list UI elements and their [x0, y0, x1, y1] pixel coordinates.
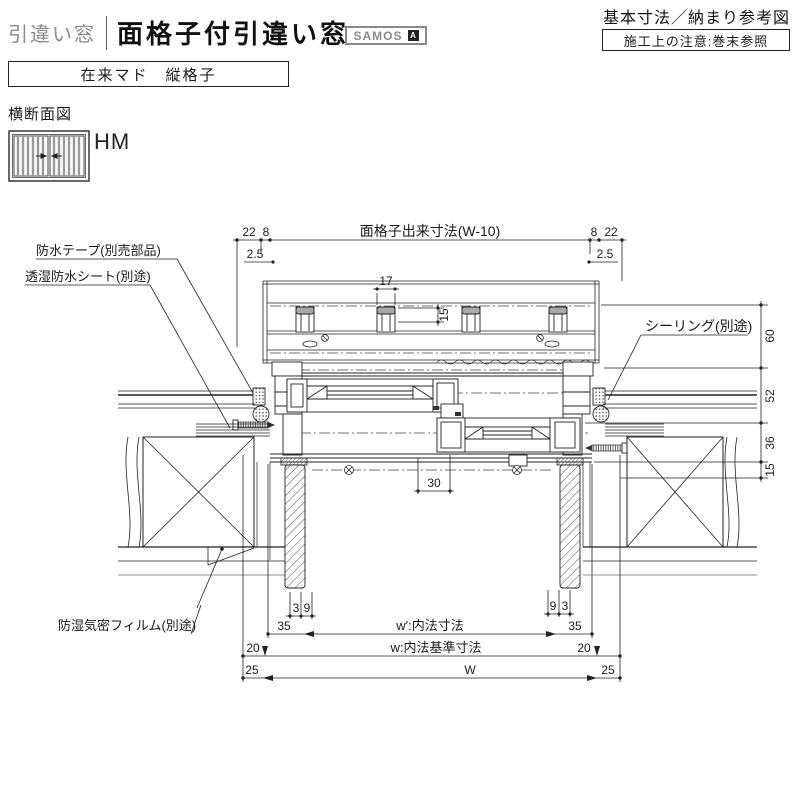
reference-title: 基本寸法／納まり参考図 [602, 10, 790, 27]
dim-right-8: 8 [591, 225, 598, 239]
dim-60: 60 [763, 329, 777, 343]
dim-left-3: 3 [293, 601, 300, 615]
lattice-bars [295, 306, 568, 333]
dim-right-35: 35 [568, 619, 582, 633]
dim-w-inner-label: w′:内法寸法 [395, 618, 463, 633]
callout-sealing: シーリング(別途) [645, 318, 752, 334]
dim-right-22: 22 [604, 225, 618, 239]
dim-52: 52 [763, 389, 777, 403]
interior-trim-right [556, 457, 584, 589]
dimension-top-ticks [235, 238, 624, 264]
wall-right [582, 387, 757, 576]
dim-left-20: 20 [246, 641, 260, 655]
outer-sash [286, 378, 464, 421]
brand-name: SAMOS [353, 28, 403, 43]
inner-sash [436, 417, 581, 453]
dim-36: 36 [763, 436, 777, 450]
dim-left-35: 35 [277, 619, 291, 633]
dim-right-20: 20 [577, 641, 591, 655]
interior-trim-left [280, 457, 308, 589]
dim-right-25: 25 [601, 663, 615, 677]
wall-left [118, 387, 285, 576]
callout-moisture-film: 防湿気密フィルム(別途) [58, 618, 196, 633]
header: 引違い窓 面格子付引違い窓 [8, 14, 349, 51]
dim-right-2-5: 2.5 [597, 247, 614, 261]
dimension-bottom-ticks [241, 489, 622, 681]
section-code: HM [94, 129, 131, 154]
lattice-assembly [262, 280, 600, 364]
dimension-right [585, 301, 768, 482]
dim-lattice-width: 面格子出来寸法(W-10) [360, 223, 501, 239]
cross-section-label: 横断面図 [8, 106, 73, 123]
dimension-right-ticks [759, 303, 763, 480]
dim-30: 30 [427, 476, 441, 490]
callout-waterproof-tape: 防水テープ(別売部品) [36, 243, 161, 258]
dim-15: 15 [763, 463, 777, 477]
construction-note: 施工上の注意:巻末参照 [602, 29, 790, 51]
dim-right-3: 3 [562, 599, 569, 613]
dimension-bottom [242, 455, 621, 682]
dim-left-9: 9 [304, 601, 311, 615]
dim-left-2-5: 2.5 [247, 247, 264, 261]
dim-w-overall: W [464, 663, 476, 677]
frame-screw-symbols [344, 465, 522, 475]
dim-bar-depth: 15 [437, 308, 451, 322]
page-title: 面格子付引違い窓 [117, 19, 350, 49]
insect-screen-line [436, 359, 591, 365]
dimension-bar-ticks [375, 287, 440, 324]
frame-sill-lines [270, 453, 592, 467]
brand-badge: A [407, 30, 419, 41]
callout-leaders [25, 258, 748, 635]
dim-left-25: 25 [245, 663, 259, 677]
lattice-window-icon [8, 130, 90, 182]
dimension-top [233, 239, 626, 347]
dim-bar-width: 17 [379, 274, 393, 288]
dim-w-base-label: w:内法基準寸法 [389, 640, 481, 655]
frame-head-lines [277, 372, 588, 377]
window-type-label: 引違い窓 [8, 24, 96, 46]
callout-breathable-sheet: 透湿防水シート(別途) [25, 269, 151, 284]
dim-left-22: 22 [242, 225, 256, 239]
dim-right-9: 9 [550, 599, 557, 613]
title-divider [106, 15, 107, 50]
slide-arrows [36, 153, 62, 159]
spec-label: 在来マド 縦格子 [8, 61, 289, 87]
dim-left-8: 8 [263, 225, 270, 239]
brand-logo: SAMOS A [345, 26, 427, 45]
